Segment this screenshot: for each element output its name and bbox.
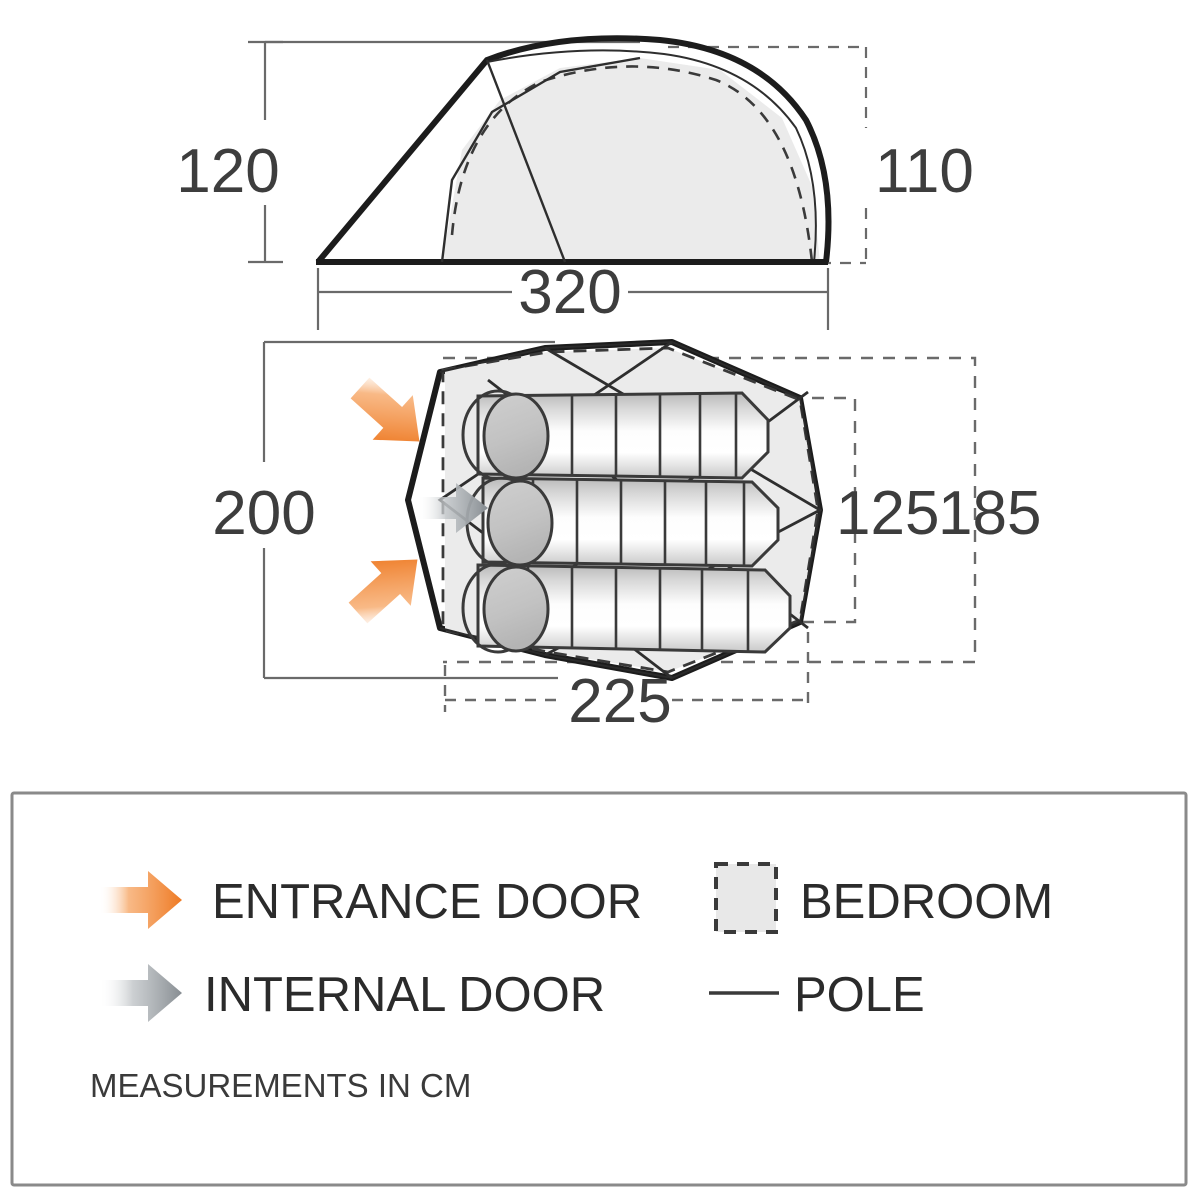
legend-item-pole[interactable]: POLE (709, 968, 925, 1022)
elevation-bedroom-dashed-outline (450, 65, 814, 263)
orange-arrow-icon (100, 871, 182, 929)
dimension-label-110: 110 (875, 137, 974, 206)
dimension-width-200 (262, 340, 558, 680)
side-elevation-view: 120 110 320 (176, 35, 974, 330)
dashed-square-swatch-icon (714, 862, 778, 934)
elevation-pole-line-a (485, 59, 567, 263)
dimension-label-185: 185 (938, 479, 1041, 548)
sleeping-bag-middle (465, 476, 780, 568)
legend-item-bedroom[interactable]: BEDROOM (714, 862, 1053, 934)
elevation-flysheet-outline (315, 35, 832, 264)
gray-arrow-icon (100, 964, 182, 1022)
dimension-label-225: 225 (568, 667, 671, 736)
legend-label-internal-door: INTERNAL DOOR (204, 968, 605, 1022)
elevation-bedroom-fill (442, 58, 820, 262)
legend-item-entrance-door[interactable]: ENTRANCE DOOR (100, 871, 642, 929)
legend-measurements-note: MEASUREMENTS IN CM (90, 1067, 471, 1104)
legend-panel: ENTRANCE DOOR INTERNAL DOOR BEDROOM (10, 791, 1188, 1187)
internal-door-arrow (418, 483, 488, 533)
legend-item-internal-door[interactable]: INTERNAL DOOR (100, 964, 605, 1022)
dimension-label-200: 200 (212, 479, 315, 548)
entrance-door-arrow-bottom (348, 559, 418, 624)
dimension-length-225 (443, 632, 810, 712)
entrance-door-arrow-top (350, 377, 420, 442)
floor-plan-view: 200 125 185 225 (212, 339, 1041, 736)
legend-border (10, 791, 1188, 1187)
legend-label-pole: POLE (794, 968, 925, 1022)
elevation-fly-inner-line (486, 49, 817, 263)
sleeping-bag-top (461, 389, 770, 481)
dimension-label-125: 125 (836, 479, 939, 548)
sleeping-bag-bottom (461, 562, 792, 654)
elevation-pole-line-b (440, 56, 641, 263)
dimension-rect-125 (790, 396, 857, 624)
dimension-label-120: 120 (176, 137, 279, 206)
dimension-length-320 (316, 268, 830, 330)
dimension-label-320: 320 (518, 258, 621, 327)
legend-label-entrance-door: ENTRANCE DOOR (212, 875, 642, 929)
legend-label-bedroom: BEDROOM (800, 875, 1053, 929)
